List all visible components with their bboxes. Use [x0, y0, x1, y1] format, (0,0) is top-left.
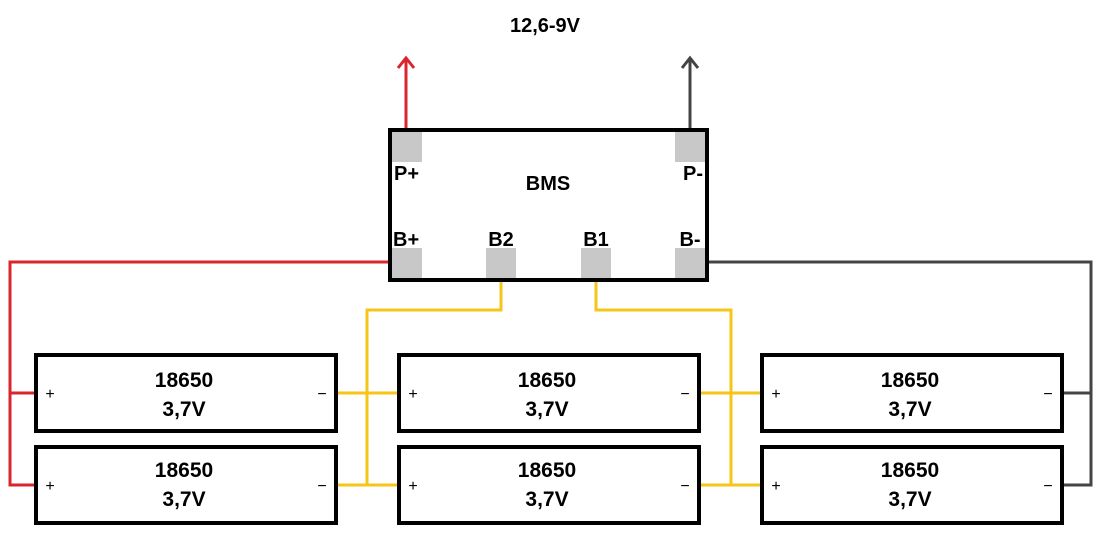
pad-label-b1: B1 [583, 229, 609, 251]
cell-model: 18650 [155, 369, 213, 392]
cell-plus-terminal: + [771, 386, 780, 403]
pad-label-p-plus: P+ [394, 163, 419, 185]
pad-b-minus [675, 248, 705, 278]
pad-b-plus [392, 248, 422, 278]
battery-cells: 18650 3,7V + − 18650 3,7V + − 18650 3,7V… [34, 353, 1064, 525]
p-plus-arrow-head [396, 55, 416, 69]
pad-b2 [486, 248, 516, 278]
cell-voltage: 3,7V [162, 488, 205, 511]
pad-label-b-plus: B+ [393, 229, 419, 251]
pad-label-b2: B2 [488, 229, 514, 251]
cell-minus-terminal: − [680, 386, 689, 403]
cell-model: 18650 [518, 459, 576, 482]
cell-outline [760, 353, 1064, 433]
b1-balance-wire [594, 262, 733, 485]
cell-minus-terminal: − [1043, 386, 1052, 403]
cell-model: 18650 [518, 369, 576, 392]
cell-plus-terminal: + [45, 386, 54, 403]
cell-model: 18650 [881, 459, 939, 482]
pad-label-b-minus: B- [679, 229, 700, 251]
cell-minus-terminal: − [317, 478, 326, 495]
cell-plus-terminal: + [771, 478, 780, 495]
cell-voltage: 3,7V [888, 488, 931, 511]
pad-p-minus [675, 132, 705, 162]
cell-voltage: 3,7V [525, 488, 568, 511]
pad-p-plus [392, 132, 422, 162]
cell-voltage: 3,7V [525, 398, 568, 421]
wires [8, 55, 1093, 487]
cell-outline [397, 353, 701, 433]
cell-plus-terminal: + [408, 478, 417, 495]
pad-label-p-minus: P- [683, 163, 703, 185]
bms-label: BMS [526, 173, 570, 195]
cell-outline [760, 445, 1064, 525]
cell-outline [34, 445, 338, 525]
voltage-range-title: 12,6-9V [510, 15, 581, 37]
cell-minus-terminal: − [680, 478, 689, 495]
bms-board: BMS P+ P- B+ B2 B1 B- [388, 128, 709, 282]
cell-minus-terminal: − [317, 386, 326, 403]
cell-5: 18650 3,7V + − [397, 445, 701, 525]
cell-4: 18650 3,7V + − [34, 445, 338, 525]
cell-outline [397, 445, 701, 525]
cell-outline [34, 353, 338, 433]
b2-balance-wire [365, 262, 503, 485]
cell-voltage: 3,7V [888, 398, 931, 421]
pad-b1 [581, 248, 611, 278]
cell-plus-terminal: + [45, 478, 54, 495]
cell-minus-terminal: − [1043, 478, 1052, 495]
cell-voltage: 3,7V [162, 398, 205, 421]
cell-3: 18650 3,7V + − [760, 353, 1064, 433]
bms-outline [388, 128, 709, 282]
b-plus-wire [8, 260, 406, 487]
cell-model: 18650 [881, 369, 939, 392]
cell-1: 18650 3,7V + − [34, 353, 338, 433]
cell-plus-terminal: + [408, 386, 417, 403]
cell-model: 18650 [155, 459, 213, 482]
cell-2: 18650 3,7V + − [397, 353, 701, 433]
cell-6: 18650 3,7V + − [760, 445, 1064, 525]
b-minus-wire [690, 260, 1093, 487]
p-minus-arrow-head [680, 55, 700, 69]
